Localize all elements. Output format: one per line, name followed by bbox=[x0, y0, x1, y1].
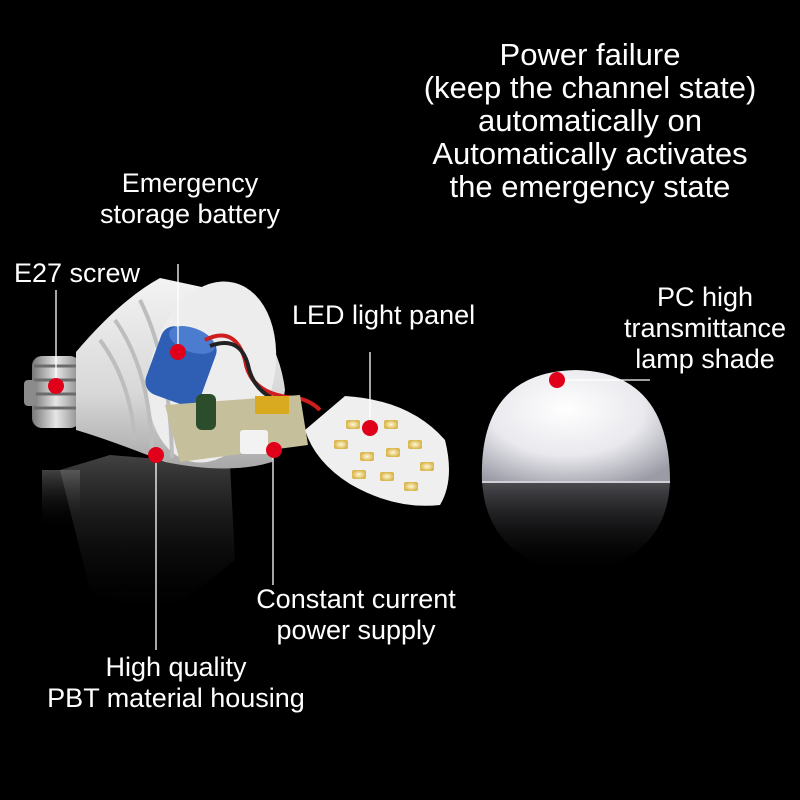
marker-shade bbox=[549, 372, 565, 388]
lamp-shade-label: PC high transmittance lamp shade bbox=[612, 282, 798, 375]
driver-board bbox=[165, 394, 308, 462]
power-supply-label-line: Constant current bbox=[256, 584, 456, 614]
headline-line: Power failure bbox=[499, 37, 681, 72]
headline: Power failure (keep the channel state) a… bbox=[380, 38, 800, 203]
leader-lines bbox=[55, 264, 650, 650]
battery-label-line: storage battery bbox=[99, 199, 281, 229]
dome-reflection bbox=[482, 480, 670, 575]
housing-reflection bbox=[42, 455, 235, 620]
battery-label-line: Emergency bbox=[121, 168, 259, 198]
headline-line: Automatically activates bbox=[432, 136, 748, 171]
pc-lamp-shade bbox=[481, 370, 670, 483]
marker-screw bbox=[48, 378, 64, 394]
marker-led bbox=[362, 420, 378, 436]
led-panel-label: LED light panel bbox=[292, 300, 476, 330]
lamp-shade-label-line: PC high bbox=[656, 282, 754, 312]
marker-housing bbox=[148, 447, 164, 463]
housing-label-line: PBT material housing bbox=[47, 683, 305, 713]
headline-line: (keep the channel state) bbox=[423, 70, 757, 105]
lamp-shade-label-line: lamp shade bbox=[635, 344, 775, 374]
headline-line: the emergency state bbox=[449, 169, 731, 204]
marker-battery bbox=[170, 344, 186, 360]
markers bbox=[48, 344, 565, 463]
housing-label-line: High quality bbox=[105, 652, 247, 682]
lamp-shade-label-line: transmittance bbox=[623, 313, 787, 343]
screw-label: E27 screw bbox=[14, 258, 141, 288]
power-supply-label-line: power supply bbox=[276, 615, 436, 645]
power-supply-label: Constant current power supply bbox=[240, 584, 472, 646]
headline-line: automatically on bbox=[477, 103, 702, 138]
housing-label: High quality PBT material housing bbox=[26, 652, 326, 714]
battery-label: Emergency storage battery bbox=[92, 168, 288, 230]
led-panel bbox=[305, 396, 449, 506]
marker-power-supply bbox=[266, 442, 282, 458]
